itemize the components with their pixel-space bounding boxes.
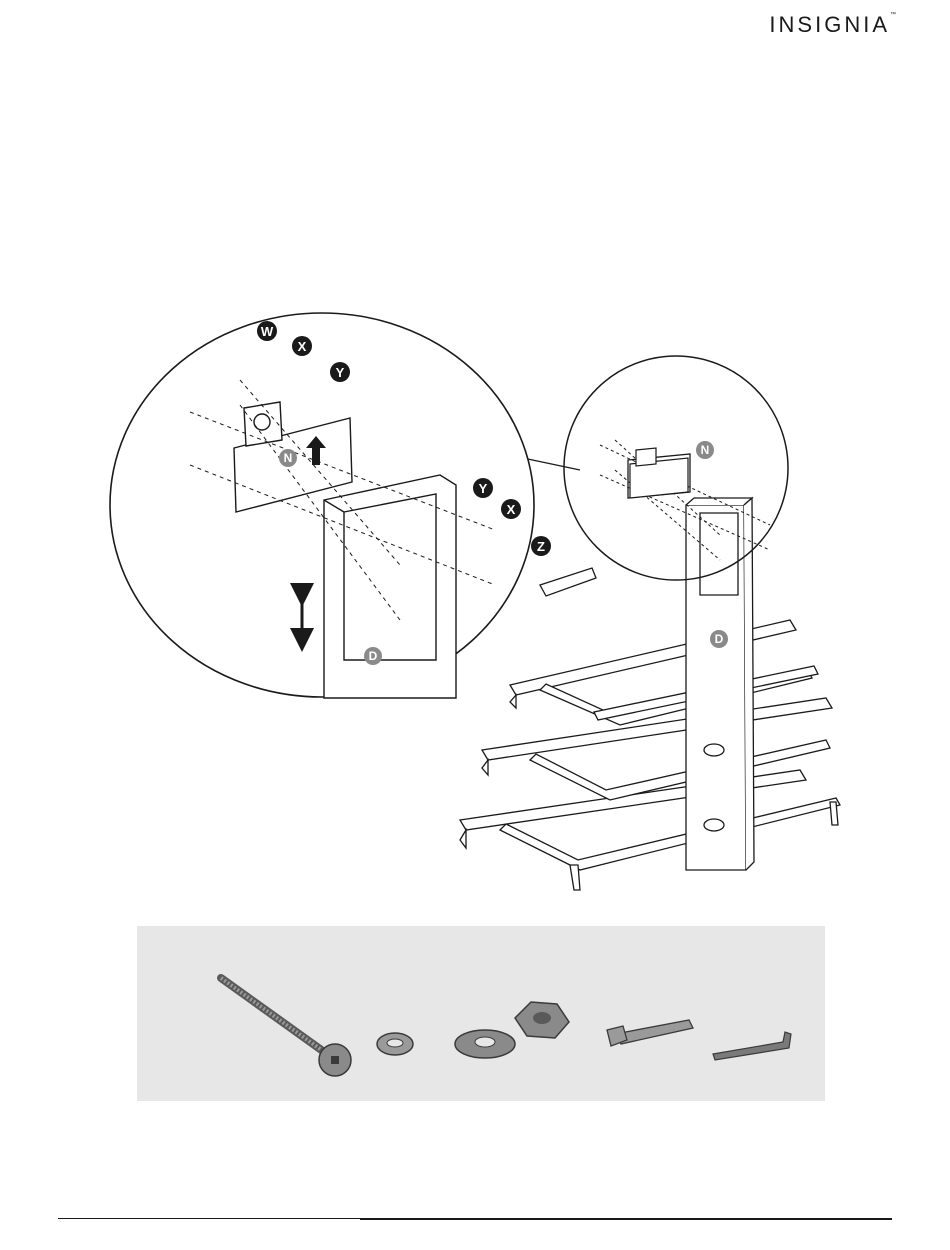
svg-text:Y: Y: [479, 481, 488, 496]
zoom-circle-large: [110, 313, 534, 697]
svg-text:X: X: [298, 339, 307, 354]
svg-text:N: N: [284, 451, 293, 465]
brand-logo: INSIGNIA™: [700, 12, 896, 38]
zoom-leader-line: [523, 458, 580, 470]
hardware-panel: [137, 926, 825, 1101]
footer-divider-accent: [360, 1218, 892, 1220]
svg-text:Y: Y: [336, 365, 345, 380]
callout-w: W: [257, 321, 277, 341]
trademark-mark: ™: [890, 12, 896, 18]
svg-text:W: W: [261, 324, 274, 339]
upright-zoom: [324, 475, 456, 698]
bolt-icon: [221, 978, 351, 1076]
wrench-icon: [607, 1020, 693, 1046]
callout-y-right: Y: [473, 478, 493, 498]
callout-x-top: X: [292, 336, 312, 356]
callout-x-right: X: [501, 499, 521, 519]
assembly-diagram: W X Y Y X Z N D N D: [0, 300, 950, 900]
hex-nut-icon: [515, 1002, 569, 1038]
svg-text:X: X: [507, 502, 516, 517]
wrench-zoom: [540, 568, 596, 596]
part-label-n-main: N: [696, 441, 714, 459]
svg-text:D: D: [369, 649, 378, 663]
svg-text:D: D: [715, 632, 724, 646]
flat-washer-icon: [455, 1030, 515, 1058]
svg-text:Z: Z: [537, 539, 545, 554]
svg-text:N: N: [701, 443, 710, 457]
part-label-n-zoom: N: [279, 449, 297, 467]
hardware-illustrations: [137, 926, 825, 1101]
part-label-d-zoom: D: [364, 647, 382, 665]
part-label-d-main: D: [710, 630, 728, 648]
callout-y-top: Y: [330, 362, 350, 382]
callout-z: Z: [531, 536, 551, 556]
allen-key-icon: [713, 1032, 791, 1060]
brand-name: INSIGNIA: [769, 12, 890, 37]
lock-washer-icon: [377, 1033, 413, 1055]
